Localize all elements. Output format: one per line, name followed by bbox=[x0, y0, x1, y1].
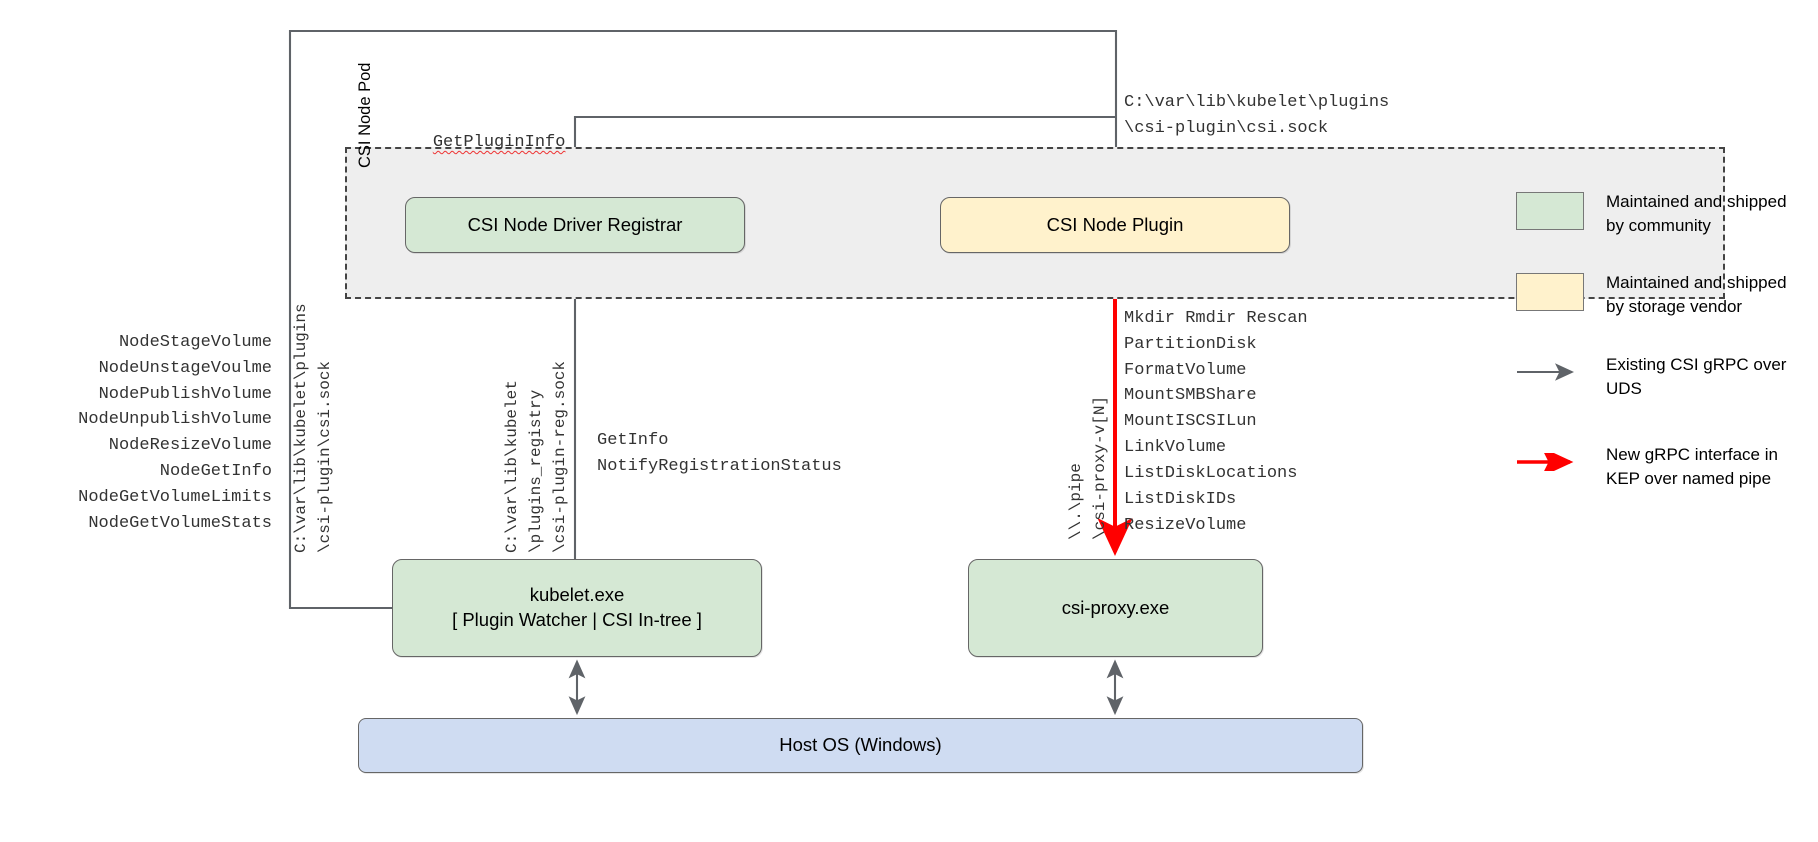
label-csi-sock-path: C:\var\lib\kubelet\plugins \csi-plugin\c… bbox=[1124, 93, 1390, 138]
label-get-plugin-info-text: GetPluginInfo bbox=[432, 133, 566, 152]
legend-item-community: Maintained and shipped by community bbox=[1516, 190, 1806, 238]
node-label: CSI Node Plugin bbox=[1046, 213, 1184, 235]
label-vertical-named-pipe-path: \\.\pipe \csi-proxy-v[N] bbox=[1067, 395, 1109, 540]
legend-label-community: Maintained and shipped by community bbox=[1606, 192, 1787, 236]
legend-arrow-gray-icon bbox=[1516, 353, 1584, 391]
node-host-os[interactable]: Host OS (Windows) bbox=[358, 718, 1363, 773]
label-registration-calls: GetInfo NotifyRegistrationStatus bbox=[597, 431, 842, 476]
node-csi-node-driver-registrar[interactable]: CSI Node Driver Registrar bbox=[405, 197, 745, 253]
legend-label-existing-grpc: Existing CSI gRPC over UDS bbox=[1606, 354, 1787, 398]
label-vertical-registry-sock-path: C:\var\lib\kubelet \plugins_registry \cs… bbox=[503, 360, 569, 553]
label-get-plugin-info: GetPluginInfo bbox=[392, 114, 566, 171]
legend-label-vendor: Maintained and shipped by storage vendor bbox=[1606, 273, 1787, 317]
node-csi-node-plugin[interactable]: CSI Node Plugin bbox=[940, 197, 1290, 253]
csi-node-pod-label: CSI Node Pod bbox=[356, 62, 374, 168]
legend-item-vendor: Maintained and shipped by storage vendor bbox=[1516, 271, 1806, 319]
legend-item-new-grpc: New gRPC interface in KEP over named pip… bbox=[1516, 443, 1806, 491]
legend-item-existing-grpc: Existing CSI gRPC over UDS bbox=[1516, 353, 1806, 401]
node-csi-proxy-exe[interactable]: csi-proxy.exe bbox=[968, 559, 1263, 657]
node-label: csi-proxy.exe bbox=[1061, 596, 1170, 618]
legend: Maintained and shipped by community Main… bbox=[1516, 190, 1806, 524]
node-label-line1: kubelet.exe bbox=[529, 584, 625, 606]
node-label: CSI Node Driver Registrar bbox=[467, 213, 683, 235]
label-node-service-calls: NodeStageVolume NodeUnstageVoulme NodePu… bbox=[78, 333, 272, 533]
label-csi-proxy-api-calls: Mkdir Rmdir Rescan PartitionDisk FormatV… bbox=[1124, 309, 1308, 535]
legend-swatch-green bbox=[1516, 192, 1584, 230]
node-kubelet-exe[interactable]: kubelet.exe [ Plugin Watcher | CSI In-tr… bbox=[392, 559, 762, 657]
node-label-line2: [ Plugin Watcher | CSI In-tree ] bbox=[452, 609, 702, 630]
node-label: Host OS (Windows) bbox=[779, 734, 942, 756]
legend-label-new-grpc: New gRPC interface in KEP over named pip… bbox=[1606, 444, 1778, 488]
legend-arrow-red-icon bbox=[1516, 443, 1584, 481]
legend-swatch-amber bbox=[1516, 273, 1584, 312]
label-vertical-csi-sock-path: C:\var\lib\kubelet\plugins \csi-plugin\c… bbox=[292, 303, 334, 553]
